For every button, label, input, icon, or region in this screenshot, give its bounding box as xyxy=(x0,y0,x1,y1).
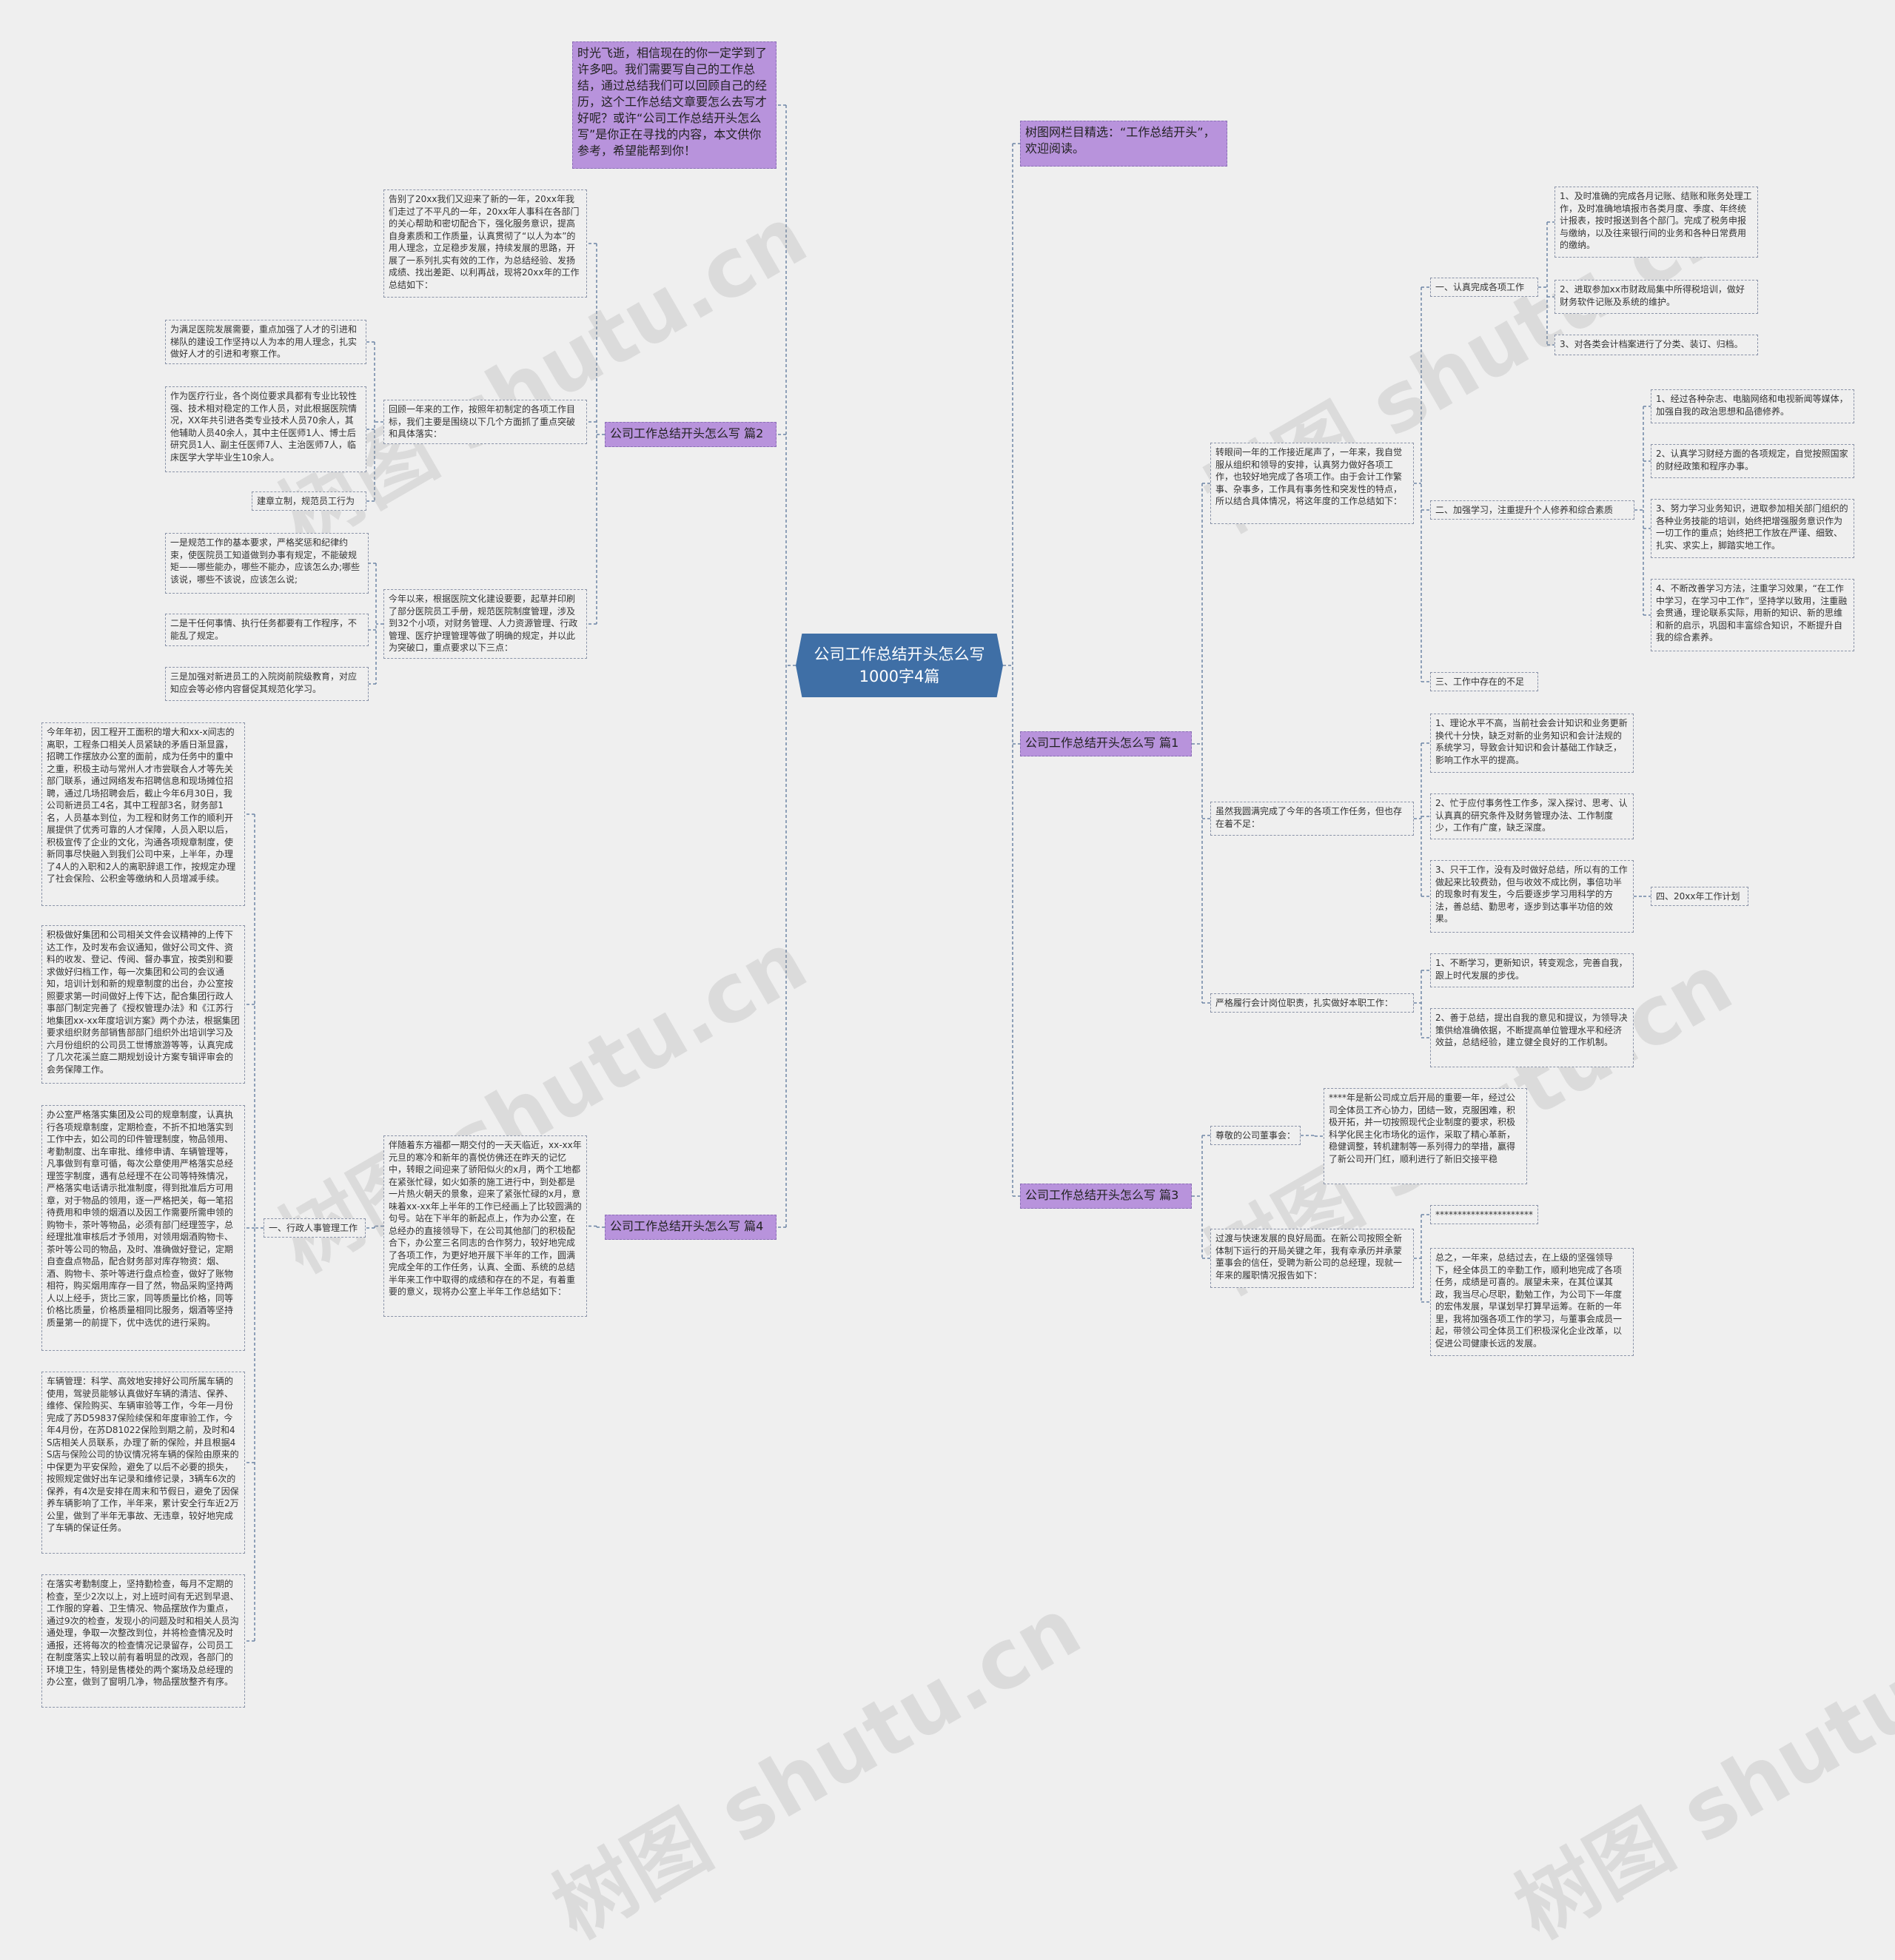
p1-s2d[interactable]: 4、不断改善学习方法，注重学习效果，“在工作中学习，在学习中工作”，坚持学以致用… xyxy=(1651,579,1854,651)
p2-b2[interactable]: 作为医疗行业，各个岗位要求具都有专业比较性强、技术相对稳定的工作人员，对此根据医… xyxy=(165,386,366,472)
p1-s1a[interactable]: 1、及时准确的完成各月记账、结账和账务处理工作，及时准确地填报市各类月度、季度、… xyxy=(1554,187,1758,258)
p1-c2[interactable]: 2、善于总结，提出自我的意见和提议，为领导决策供给准确依据，不断提高单位管理水平… xyxy=(1430,1008,1634,1067)
p3-b2[interactable]: 总之，一年来，总结过去，在上级的坚强领导下，经全体员工的辛勤工作，顺利地完成了各… xyxy=(1430,1248,1634,1356)
p1-b1[interactable]: 1、理论水平不高，当前社会会计知识和业务更新换代十分快，缺乏对新的业务知识和会计… xyxy=(1430,714,1634,773)
p2-c[interactable]: 今年以来，根据医院文化建设要要，起草并印刷了部分医院员工手册，规范医院制度管理，… xyxy=(383,589,587,659)
center-topic[interactable]: 公司工作总结开头怎么写1000字4篇 xyxy=(796,634,1003,697)
p1-b2[interactable]: 2、忙于应付事务性工作多，深入探讨、思考、认认真真的研究条件及财务管理办法、工作… xyxy=(1430,793,1634,839)
p4-l1[interactable]: 今年年初，因工程开工面积的增大和xx-x间志的离职，工程条口相关人员紧缺的矛盾日… xyxy=(41,722,245,906)
p1-s2b[interactable]: 2、认真学习财经方面的各项规定，自觉按照国家的财经政策和程序办事。 xyxy=(1651,444,1854,478)
p2-a[interactable]: 告别了20xx我们又迎来了新的一年，20xx年我们走过了不平凡的一年，20xx年… xyxy=(383,189,587,298)
p4-l2[interactable]: 积极做好集团和公司相关文件会议精神的上传下达工作，及时发布会议通知，做好公司文件… xyxy=(41,925,245,1084)
p1-s2[interactable]: 二、加强学习，注重提升个人修养和综合素质 xyxy=(1430,500,1634,520)
p3-b[interactable]: 过渡与快速发展的良好局面。在新公司按照全新体制下运行的开局关键之年，我有幸承历并… xyxy=(1210,1229,1414,1288)
branch-p4[interactable]: 公司工作总结开头怎么写 篇4 xyxy=(605,1215,777,1240)
connector-lines xyxy=(245,104,1651,1642)
p2-b[interactable]: 回顾一年来的工作，按照年初制定的各项工作目标，我们主要是围绕以下几个方面抓了重点… xyxy=(383,400,587,444)
p4-a[interactable]: 伴随着东方福都一期交付的一天天临近，xx-xx年元旦的寒冷和新年的喜悦仿佛还在昨… xyxy=(383,1135,587,1317)
p2-c3[interactable]: 三是加强对新进员工的入院岗前院级教育，对应知应会等必修内容督促其规范化学习。 xyxy=(165,667,369,701)
p1-s3[interactable]: 三、工作中存在的不足 xyxy=(1430,672,1538,691)
p4-l3[interactable]: 办公室严格落实集团及公司的规章制度，认真执行各项规章制度，定期检查，不折不扣地落… xyxy=(41,1105,245,1351)
intro-node[interactable]: 时光飞逝，相信现在的你一定学到了许多吧。我们需要写自己的工作总结，通过总结我们可… xyxy=(572,41,777,169)
p4-l4[interactable]: 车辆管理：科学、高效地安排好公司所属车辆的使用，驾驶员能够认真做好车辆的清洁、保… xyxy=(41,1372,245,1554)
p1-c1[interactable]: 1、不断学习，更新知识，转变观念，完善自我，跟上时代发展的步伐。 xyxy=(1430,953,1634,987)
p1-s1c[interactable]: 3、对各类会计档案进行了分类、装订、归档。 xyxy=(1554,335,1758,355)
p3-b1[interactable]: ********************** xyxy=(1430,1205,1538,1224)
p2-c1[interactable]: 一是规范工作的基本要求，严格奖惩和纪律约束，使医院员工知道做到办事有规定，不能破… xyxy=(165,533,369,594)
p4-sub[interactable]: 一、行政人事管理工作 xyxy=(264,1218,366,1238)
p1-b[interactable]: 虽然我圆满完成了今年的各项工作任务，但也存在着不足： xyxy=(1210,802,1414,836)
p2-b1[interactable]: 为满足医院发展需要，重点加强了人才的引进和梯队的建设工作坚持以人为本的用人理念，… xyxy=(165,320,366,364)
p1-a[interactable]: 转眼间一年的工作接近尾声了，一年来，我自觉服从组织和领导的安排，认真努力做好各项… xyxy=(1210,443,1414,524)
p3-a[interactable]: 尊敬的公司董事会： xyxy=(1210,1126,1301,1145)
p1-s1[interactable]: 一、认真完成各项工作 xyxy=(1430,278,1538,297)
p1-s2c[interactable]: 3、努力学习业务知识，进取参加相关部门组织的各种业务技能的培训，始终把增强服务意… xyxy=(1651,499,1854,558)
tip-node[interactable]: 树图网栏目精选：“工作总结开头”，欢迎阅读。 xyxy=(1020,121,1227,167)
p4-l5[interactable]: 在落实考勤制度上，坚持勤检查，每月不定期的检查，至少2次以上，对上班时间有无迟到… xyxy=(41,1574,245,1708)
p3-a1[interactable]: ****年是新公司成立后开局的重要一年，经过公司全体员工齐心协力，团结一致，克服… xyxy=(1324,1088,1527,1184)
p1-c[interactable]: 严格履行会计岗位职责，扎实做好本职工作： xyxy=(1210,993,1414,1013)
branch-p3[interactable]: 公司工作总结开头怎么写 篇3 xyxy=(1020,1184,1192,1209)
p1-s2a[interactable]: 1、经过各种杂志、电脑网络和电视新闻等媒体，加强自我的政治思想和品德修养。 xyxy=(1651,389,1854,423)
p2-b3[interactable]: 建章立制，规范员工行为 xyxy=(252,491,366,511)
branch-p1[interactable]: 公司工作总结开头怎么写 篇1 xyxy=(1020,731,1192,756)
p1-s1b[interactable]: 2、进取参加xx市财政局集中所得税培训，做好财务软件记账及系统的维护。 xyxy=(1554,280,1758,314)
p2-c2[interactable]: 二是干任何事情、执行任务都要有工作程序，不能乱了规定。 xyxy=(165,614,369,646)
p1-b3[interactable]: 3、只干工作，没有及时做好总结，所以有的工作做起来比较费劲，但与收效不成比例，事… xyxy=(1430,860,1634,933)
p1-s4[interactable]: 四、20xx年工作计划 xyxy=(1651,887,1748,906)
branch-p2[interactable]: 公司工作总结开头怎么写 篇2 xyxy=(605,422,777,447)
